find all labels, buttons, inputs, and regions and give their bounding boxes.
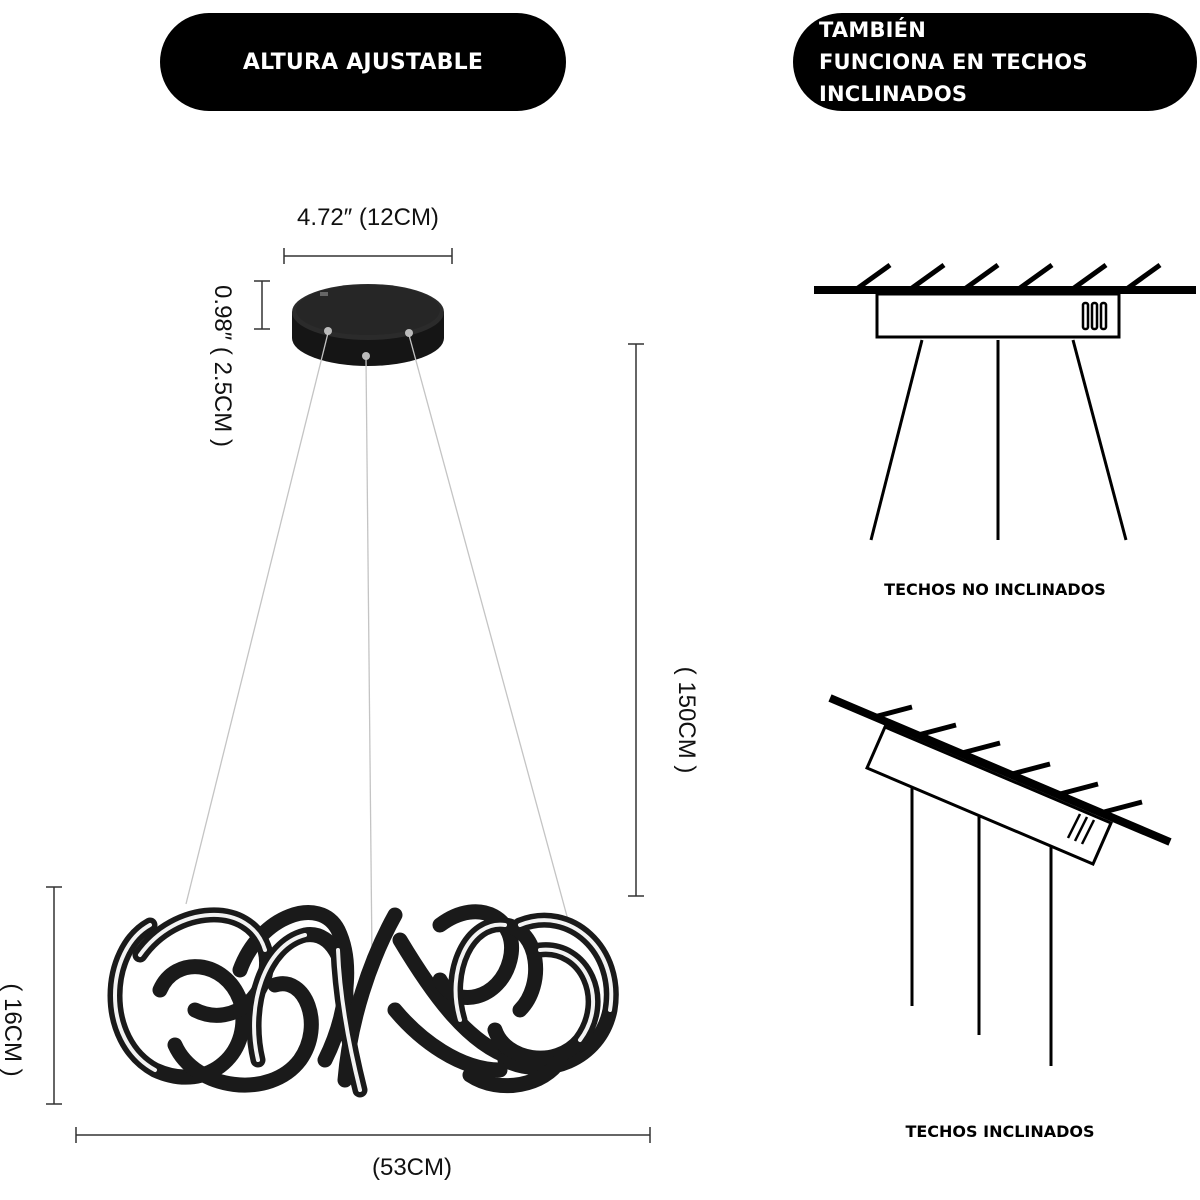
swirl-chandelier	[107, 904, 619, 1098]
cable-length-label: ( 150CM )	[673, 666, 700, 774]
sloped-ceiling-diagram	[828, 694, 1172, 1066]
suspension-cables	[185, 332, 569, 959]
altura-ajustable-label: ALTURA AJUSTABLE	[242, 49, 484, 75]
flat-ceiling-caption: TECHOS NO INCLINADOS	[884, 580, 1106, 599]
badge-line-2: FUNCIONA EN TECHOS INCLINADOS	[819, 50, 1088, 106]
techos-inclinados-badge: TAMBIÉN FUNCIONA EN TECHOS INCLINADOS	[793, 13, 1197, 111]
badge-line-1: TAMBIÉN	[819, 18, 926, 42]
flat-ceiling-diagram	[814, 262, 1196, 541]
altura-ajustable-badge: ALTURA AJUSTABLE	[160, 13, 566, 111]
dimension-lines	[46, 248, 651, 1143]
flat-canopy-box	[875, 292, 1121, 339]
fixture-width-label: (53CM)	[371, 1154, 452, 1181]
fixture-height-label: ( 16CM )	[0, 983, 26, 1077]
sloped-canopy-box	[865, 725, 1113, 866]
sloped-ceiling-beam	[828, 694, 1172, 846]
canopy-width-label: 4.72″ (12CM)	[297, 204, 439, 231]
sloped-ceiling-caption: TECHOS INCLINADOS	[905, 1122, 1095, 1141]
canopy-height-label: 0.98″ ( 2.5CM )	[209, 285, 236, 447]
ceiling-canopy	[292, 284, 444, 366]
